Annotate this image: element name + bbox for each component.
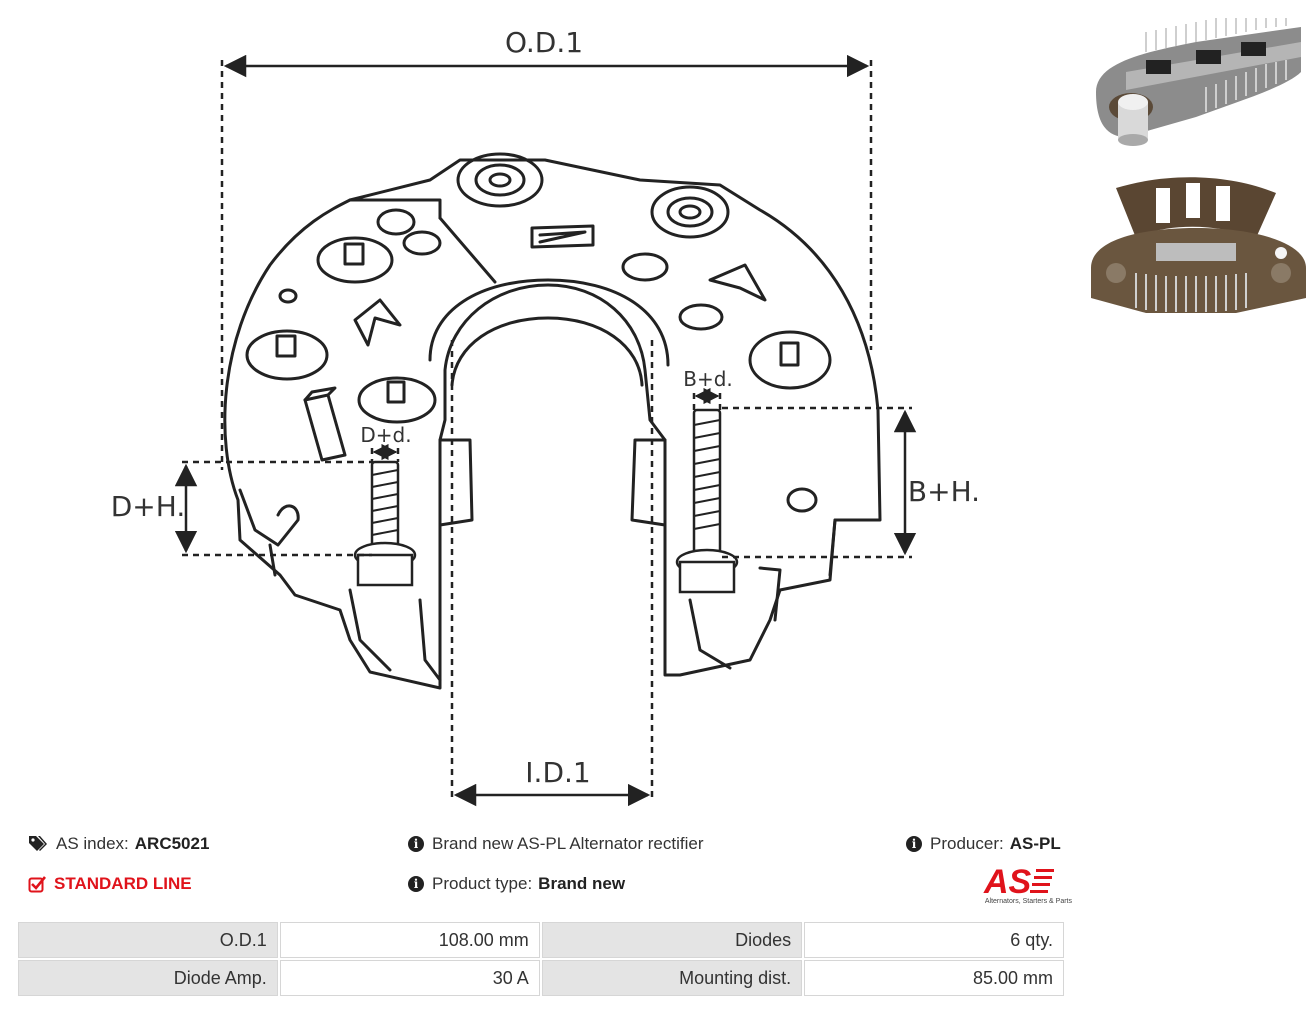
spec-table: O.D.1 108.00 mm Diodes 6 qty. Diode Amp.… [16,920,1066,998]
diode-terminal [357,376,437,424]
product-type-value: Brand new [538,874,626,893]
bore-lip [450,316,644,387]
segment-split [438,216,497,284]
spec-value: 85.00 mm [804,960,1064,996]
product-type: i Product type: Brand new [408,874,625,894]
diode-terminal [245,329,329,381]
tags-icon [29,836,47,851]
bh-label: B+H. [908,475,980,508]
standard-line: STANDARD LINE [28,874,198,894]
info-icon: i [408,836,424,852]
info-icon: i [408,876,424,892]
standard-line-label: STANDARD LINE [54,874,192,893]
rectifier-technical-drawing: O.D.1 I.D.1 D+H. B+H. D+d. B+d. [111,26,980,807]
dh-label: D+H. [111,490,185,523]
top-terminal [456,152,544,208]
checkbox-icon [28,876,46,893]
producer-label: Producer: [930,834,1004,853]
logo-subtitle: Alternators, Starters & Parts [984,898,1072,905]
spec-key: Diode Amp. [18,960,278,996]
table-row: O.D.1 108.00 mm Diodes 6 qty. [18,922,1064,958]
as-index-value: ARC5021 [134,834,210,853]
spec-value: 6 qty. [804,922,1064,958]
producer-value: AS-PL [1009,834,1061,853]
b-stud [692,408,722,557]
description-text: Brand new AS-PL Alternator rectifier [432,834,704,853]
as-index-label: AS index: [56,834,129,853]
spec-key: Diodes [541,922,803,958]
spec-key: Mounting dist. [541,960,803,996]
od-label: O.D.1 [505,26,583,59]
svg-text:AS: AS [983,863,1032,898]
spec-value: 108.00 mm [279,922,540,958]
spec-value: 30 A [279,960,540,996]
info-icon: i [906,836,922,852]
table-row: Diode Amp. 30 A Mounting dist. 85.00 mm [18,960,1064,996]
as-pl-logo: AS Alternators, Starters & Parts [960,862,1072,910]
diode-terminal [316,236,394,284]
as-logo-mark: AS [983,863,1054,901]
dd-label: D+d. [360,423,411,447]
top-terminal [650,185,730,239]
as-index: AS index: ARC5021 [28,834,209,854]
bd-label: B+d. [683,367,733,391]
id-label: I.D.1 [525,756,590,789]
product-type-label: Product type: [432,874,533,893]
diode-terminal [748,330,832,390]
spec-key: O.D.1 [18,922,278,958]
rectifier-body-outline [223,158,882,690]
producer: i Producer: AS-PL [906,834,1061,854]
product-photo-top [1096,18,1301,146]
product-photo-bottom [1091,177,1306,313]
description: i Brand new AS-PL Alternator rectifier [408,834,710,854]
